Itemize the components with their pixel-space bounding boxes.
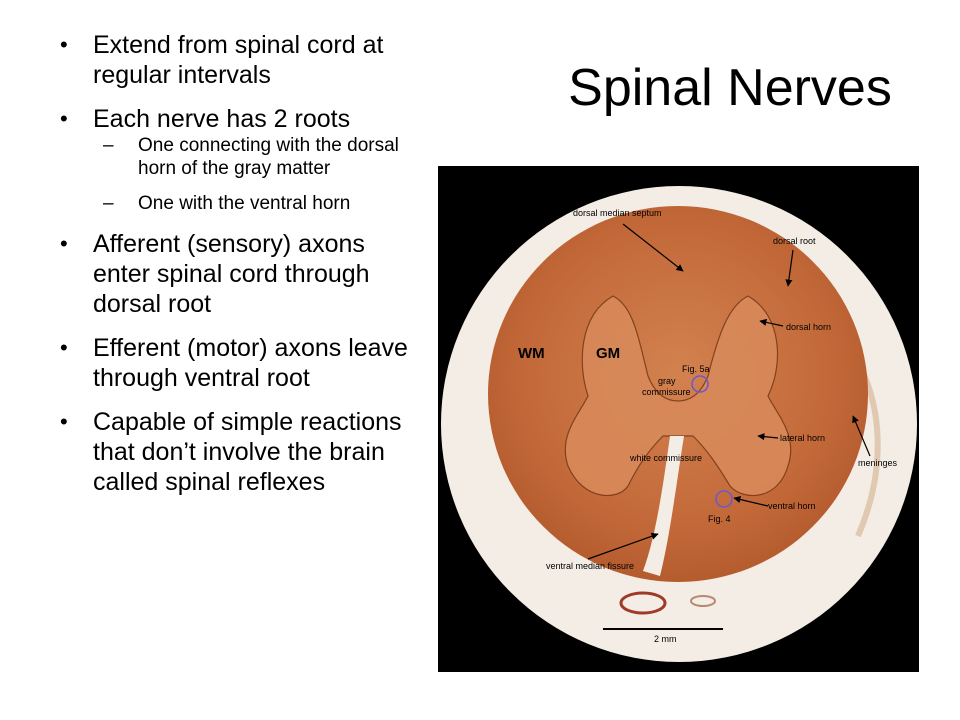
label-gm: GM xyxy=(596,345,620,362)
label-gray-commissure-2: commissure xyxy=(642,387,691,397)
sub-bullet-dash: – xyxy=(103,135,114,156)
bullet-dot: • xyxy=(60,231,68,256)
arrow xyxy=(733,495,769,507)
label-gray-commissure-1: gray xyxy=(658,376,676,386)
arrow xyxy=(785,249,794,287)
ventral-median-fissure xyxy=(643,436,684,576)
fig5a-marker xyxy=(691,375,709,393)
label-dorsal-horn: dorsal horn xyxy=(786,322,831,332)
sub-bullet-text: One with the ventral horn xyxy=(138,193,351,214)
bullet-list: • Extend from spinal cord at regular int… xyxy=(60,30,420,511)
spinal-cord-micrograph: dorsal median septum dorsal root dorsal … xyxy=(438,166,919,672)
label-ventral-median-fissure: ventral median fissure xyxy=(546,561,634,571)
vessel xyxy=(690,595,716,607)
label-fig4: Fig. 4 xyxy=(708,514,731,524)
label-fig5a: Fig. 5a xyxy=(682,364,710,374)
sub-bullet-item: – One connecting with the dorsal horn of… xyxy=(93,134,420,180)
bullet-dot: • xyxy=(60,335,68,360)
label-dorsal-root: dorsal root xyxy=(773,236,816,246)
label-ventral-horn: ventral horn xyxy=(768,501,816,511)
label-lateral-horn: lateral horn xyxy=(780,433,825,443)
vessel xyxy=(619,591,667,615)
gray-matter xyxy=(564,295,792,497)
bullet-text: Capable of simple reactions that don’t i… xyxy=(93,408,402,496)
sub-bullet-item: – One with the ventral horn xyxy=(93,192,420,215)
bullet-text: Afferent (sensory) axons enter spinal co… xyxy=(93,230,370,318)
bullet-item: • Each nerve has 2 roots – One connectin… xyxy=(60,104,420,215)
label-white-commissure: white commissure xyxy=(629,453,702,463)
sub-bullet-dash: – xyxy=(103,193,114,214)
arrow xyxy=(587,532,659,560)
arrow xyxy=(757,433,779,441)
bullet-text: Extend from spinal cord at regular inter… xyxy=(93,31,384,89)
bullet-dot: • xyxy=(60,409,68,434)
slide-title: Spinal Nerves xyxy=(568,59,892,117)
arrow xyxy=(759,318,784,327)
arrow xyxy=(852,415,871,457)
label-dorsal-median-septum: dorsal median septum xyxy=(573,208,662,218)
label-scale: 2 mm xyxy=(654,634,677,644)
arrow xyxy=(622,223,684,272)
sub-bullet-text: One connecting with the dorsal horn of t… xyxy=(138,135,399,179)
label-wm: WM xyxy=(518,345,545,362)
bullet-dot: • xyxy=(60,32,68,57)
bullet-item: • Efferent (motor) axons leave through v… xyxy=(60,333,420,393)
bullet-text: Efferent (motor) axons leave through ven… xyxy=(93,334,408,392)
fig4-marker xyxy=(715,490,733,508)
label-meninges: meninges xyxy=(858,458,898,468)
sub-bullet-list: – One connecting with the dorsal horn of… xyxy=(93,134,420,215)
micrograph-svg: dorsal median septum dorsal root dorsal … xyxy=(438,166,919,672)
bullet-dot: • xyxy=(60,106,68,131)
bullet-text: Each nerve has 2 roots xyxy=(93,105,351,133)
bullet-item: • Afferent (sensory) axons enter spinal … xyxy=(60,229,420,319)
bullet-item: • Capable of simple reactions that don’t… xyxy=(60,407,420,497)
bullet-item: • Extend from spinal cord at regular int… xyxy=(60,30,420,90)
